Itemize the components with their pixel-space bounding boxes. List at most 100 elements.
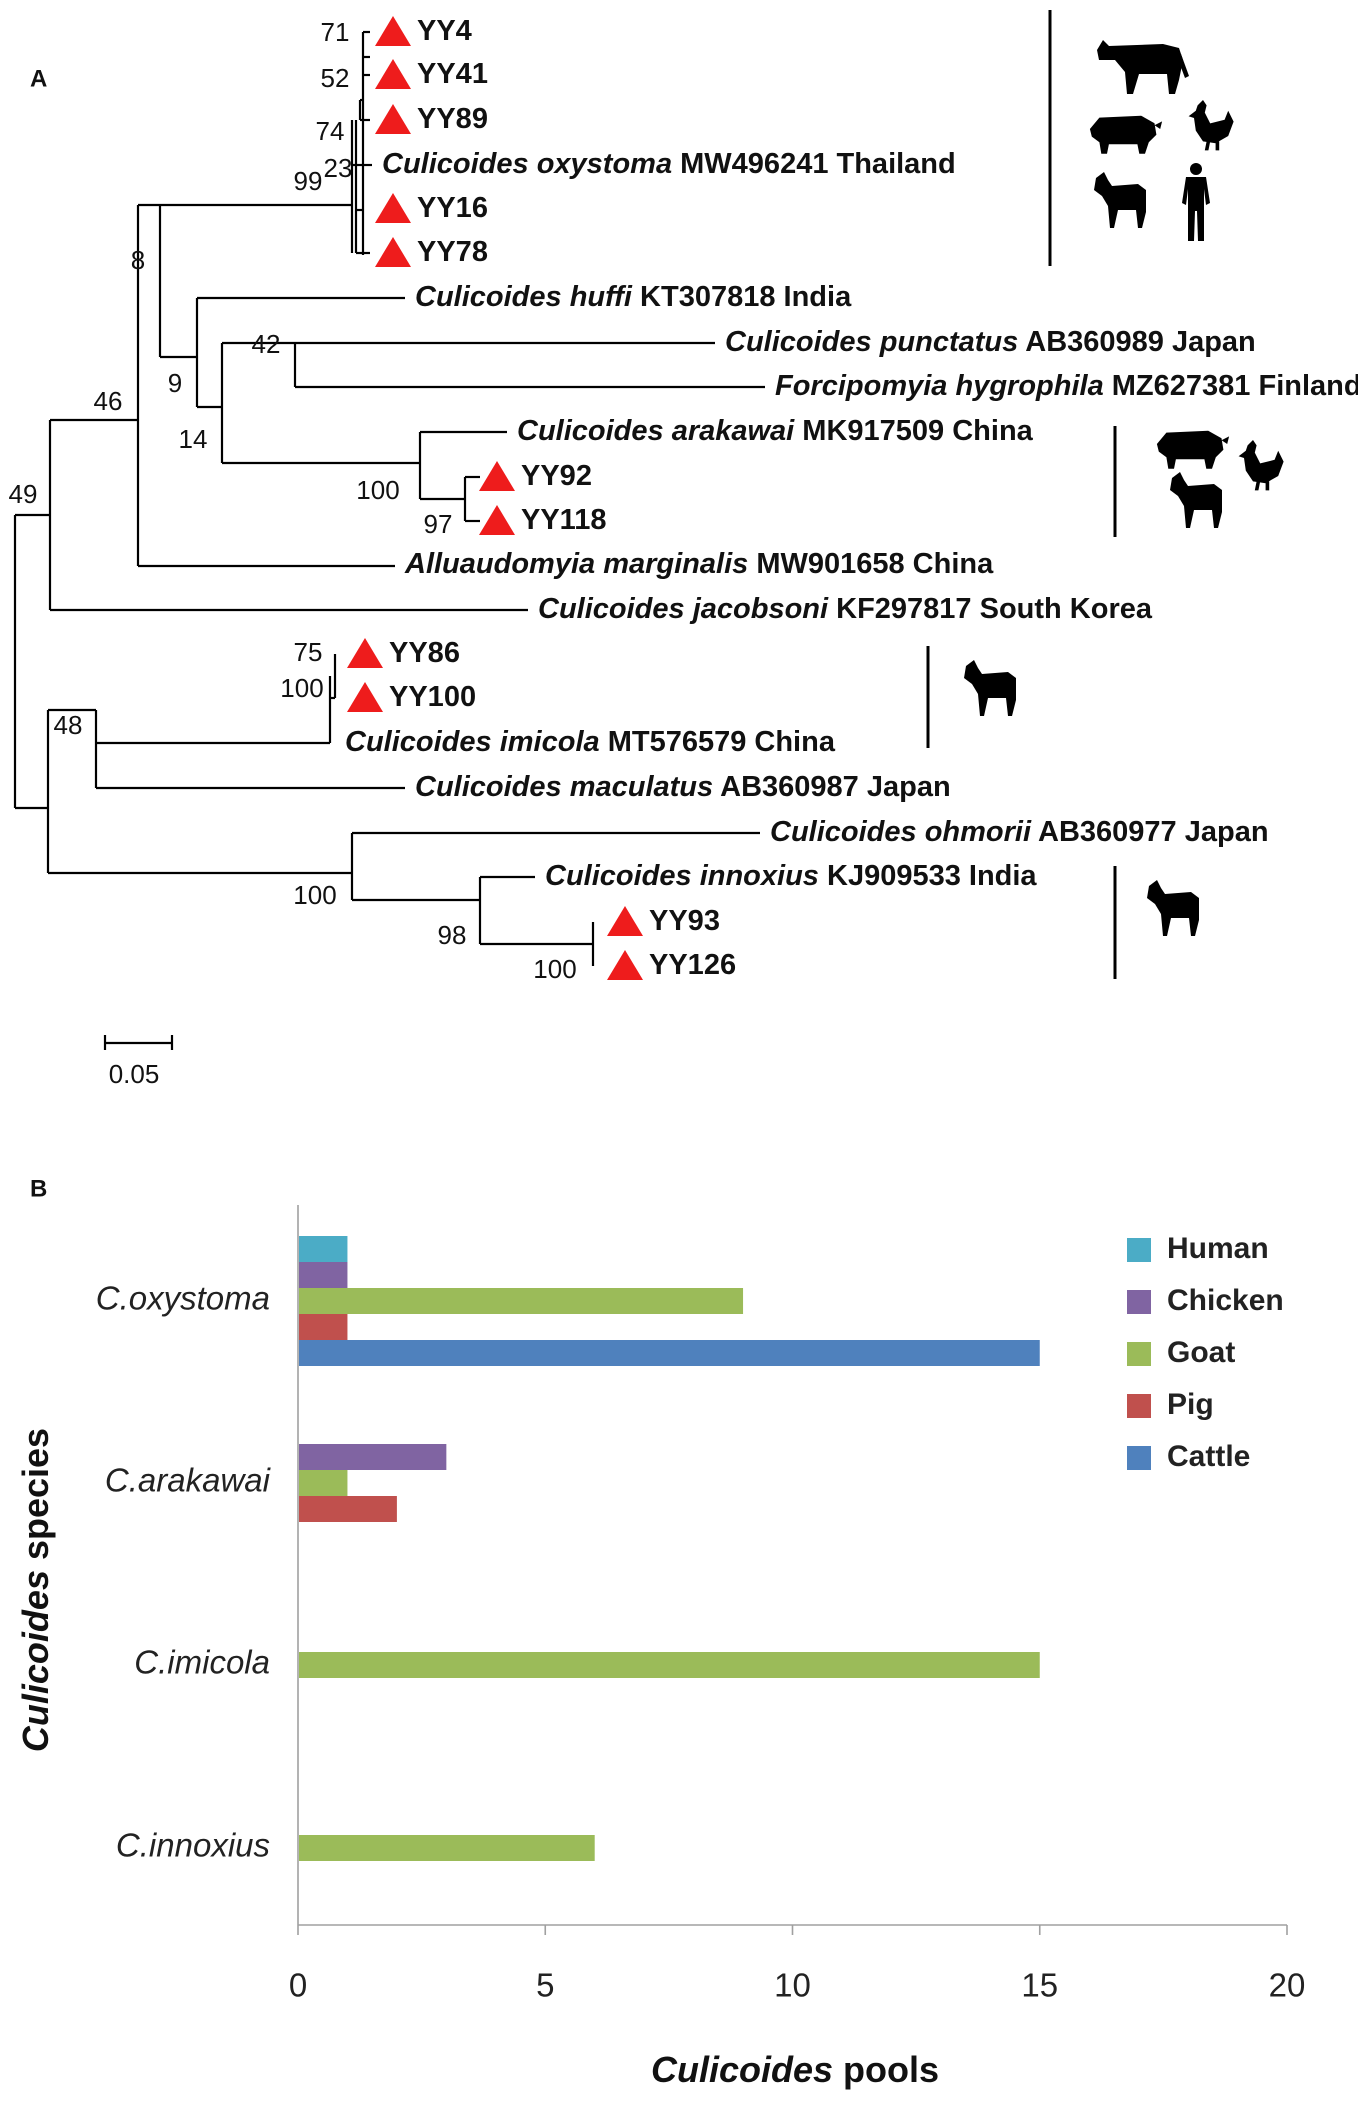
sample-marker-triangle xyxy=(607,950,643,980)
bar-goat-2 xyxy=(299,1652,1040,1678)
accession-text: YY89 xyxy=(417,103,488,135)
accession-text: AB360977 Japan xyxy=(1031,816,1269,848)
sample-marker-triangle xyxy=(347,638,383,668)
accession-text: YY41 xyxy=(417,58,488,90)
sample-marker-triangle xyxy=(375,16,411,46)
sample-marker-triangle xyxy=(479,505,515,535)
accession-text: YY92 xyxy=(521,460,592,492)
accession-text: species xyxy=(15,1428,56,1570)
leaf-label-punctatus: Culicoides punctatus AB360989 Japan xyxy=(725,326,1256,358)
panel-a-label: A xyxy=(30,65,47,92)
bootstrap-value: 71 xyxy=(321,17,350,47)
leaf-label-huffi: Culicoides huffi KT307818 India xyxy=(415,281,852,313)
species-name: Alluaudomyia marginalis xyxy=(404,548,748,580)
legend-label: Chicken xyxy=(1167,1284,1284,1317)
legend-swatch xyxy=(1127,1446,1151,1470)
leaf-label-yy93: YY93 xyxy=(649,905,720,937)
bootstrap-value: 8 xyxy=(131,245,145,275)
bootstrap-value: 98 xyxy=(438,920,467,950)
species-name: Culicoides xyxy=(15,1570,56,1752)
sample-marker-triangle xyxy=(479,461,515,491)
x-tick-label: 15 xyxy=(1021,1967,1058,2004)
bar-pig-0 xyxy=(299,1314,348,1340)
y-category-label: C.oxystoma xyxy=(96,1280,270,1317)
scale-bar-label: 0.05 xyxy=(109,1059,160,1089)
bar-chicken-0 xyxy=(299,1262,348,1288)
leaf-label-yy118: YY118 xyxy=(521,504,606,536)
bootstrap-value: 42 xyxy=(252,329,281,359)
accession-text: YY126 xyxy=(649,949,736,981)
bar-cattle-0 xyxy=(299,1340,1040,1366)
goat-icon xyxy=(964,660,1016,716)
species-name: Culicoides arakawai xyxy=(517,415,795,447)
y-category-label: C.imicola xyxy=(134,1644,270,1681)
legend-swatch xyxy=(1127,1394,1151,1418)
sample-marker-triangle xyxy=(375,237,411,267)
leaf-label-maculatus: Culicoides maculatus AB360987 Japan xyxy=(415,771,951,803)
accession-text: YY100 xyxy=(389,681,476,713)
bootstrap-value: 97 xyxy=(424,509,453,539)
bootstrap-value: 75 xyxy=(294,637,323,667)
accession-text: YY4 xyxy=(417,15,472,47)
accession-text: pools xyxy=(833,2049,939,2090)
leaf-label-yy16: YY16 xyxy=(417,192,488,224)
species-name: Culicoides innoxius xyxy=(545,860,819,892)
bar-chicken-1 xyxy=(299,1444,447,1470)
bootstrap-value: 48 xyxy=(54,710,83,740)
accession-text: YY86 xyxy=(389,637,460,669)
accession-text: AB360987 Japan xyxy=(713,771,951,803)
accession-text: YY93 xyxy=(649,905,720,937)
bar-goat-0 xyxy=(299,1288,744,1314)
goat-icon xyxy=(1147,880,1199,936)
y-category-label: C.arakawai xyxy=(105,1462,272,1499)
leaf-label-yy92: YY92 xyxy=(521,460,592,492)
cattle-icon xyxy=(1097,40,1189,94)
bootstrap-value: 46 xyxy=(94,386,123,416)
x-tick-label: 5 xyxy=(536,1967,554,2004)
species-name: Culicoides huffi xyxy=(415,281,633,313)
sample-marker-triangle xyxy=(375,59,411,89)
bar-goat-3 xyxy=(299,1835,595,1861)
bootstrap-value: 74 xyxy=(316,116,345,146)
bootstrap-value: 100 xyxy=(356,475,399,505)
chicken-icon xyxy=(1188,100,1234,151)
species-name: Culicoides punctatus xyxy=(725,326,1018,358)
legend-label: Cattle xyxy=(1167,1440,1250,1473)
x-tick-label: 20 xyxy=(1269,1967,1306,2004)
pig-icon xyxy=(1156,430,1230,469)
legend-swatch xyxy=(1127,1290,1151,1314)
accession-text: MW496241 Thailand xyxy=(672,148,956,180)
y-axis-title: Culicoides species xyxy=(15,1428,56,1752)
species-name: Culicoides imicola xyxy=(345,726,600,758)
leaf-label-yy126: YY126 xyxy=(649,949,736,981)
legend-label: Pig xyxy=(1167,1388,1214,1421)
species-name: Culicoides ohmorii xyxy=(770,816,1032,848)
accession-text: AB360989 Japan xyxy=(1018,326,1256,358)
species-name: Culicoides oxystoma xyxy=(382,148,672,180)
goat-icon xyxy=(1170,472,1222,528)
leaf-label-alluaudomyia: Alluaudomyia marginalis MW901658 China xyxy=(404,548,994,580)
accession-text: MW901658 China xyxy=(748,548,994,580)
x-axis-title: Culicoides pools xyxy=(651,2049,939,2090)
species-name: Forcipomyia hygrophila xyxy=(775,370,1104,402)
bootstrap-value: 99 xyxy=(294,166,323,196)
accession-text: YY78 xyxy=(417,236,488,268)
leaf-label-imicola: Culicoides imicola MT576579 China xyxy=(345,726,836,758)
leaf-label-yy41: YY41 xyxy=(417,58,488,90)
bootstrap-value: 9 xyxy=(168,368,182,398)
accession-text: YY118 xyxy=(521,504,606,536)
chicken-icon xyxy=(1238,440,1284,491)
leaf-label-yy78: YY78 xyxy=(417,236,488,268)
bootstrap-value: 23 xyxy=(324,153,353,183)
species-name: Culicoides maculatus xyxy=(415,771,713,803)
leaf-label-arakawai: Culicoides arakawai MK917509 China xyxy=(517,415,1034,447)
leaf-label-yy89: YY89 xyxy=(417,103,488,135)
bootstrap-value: 52 xyxy=(321,63,350,93)
sample-marker-triangle xyxy=(375,104,411,134)
legend-label: Human xyxy=(1167,1232,1269,1265)
bootstrap-value: 49 xyxy=(9,479,38,509)
bootstrap-value: 100 xyxy=(293,880,336,910)
species-name: Culicoides jacobsoni xyxy=(538,593,829,625)
